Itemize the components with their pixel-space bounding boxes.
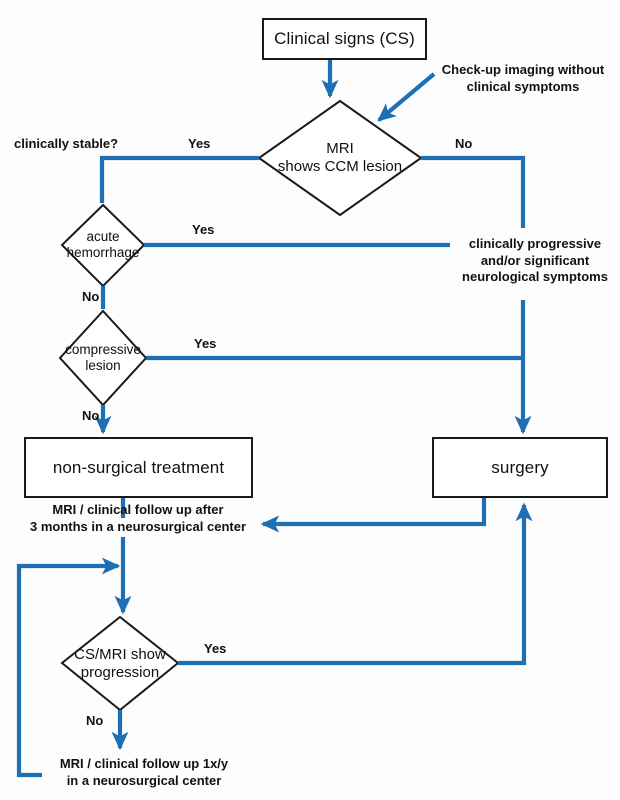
diamond-outlines [58, 99, 423, 712]
edge-label-hemorrhage-no: No [82, 289, 100, 304]
edge-label-hemorrhage-yes: Yes [192, 222, 215, 237]
edge-label-compressive-yes: Yes [194, 336, 217, 351]
node-clinical-signs-label: Clinical signs (CS) [274, 29, 415, 48]
diamond-compressive-lesion [58, 309, 148, 407]
diamond-acute-hemorrhage [60, 203, 146, 288]
node-non-surgical-treatment-label: non-surgical treatment [52, 457, 225, 477]
annotation-followup-1xy: MRI / clinical follow up 1x/y in a neuro… [59, 756, 229, 788]
edge-label-progression-yes: Yes [204, 641, 227, 656]
node-surgery-label: surgery [491, 457, 549, 477]
edge-progression-yes-to-surgery [178, 502, 533, 666]
edge-loopback-to-progression [16, 557, 121, 778]
node-clinical-signs[interactable]: Clinical signs (CS) [262, 18, 427, 60]
edge-label-mri-yes: Yes [188, 136, 211, 151]
annotation-clinically-stable: clinically stable? [14, 136, 119, 151]
annotation-followup-3months: MRI / clinical follow up after 3 months … [30, 502, 246, 534]
node-non-surgical-treatment[interactable]: non-surgical treatment [24, 437, 253, 498]
edge-surgery-to-followup [260, 498, 487, 533]
edge-label-compressive-no: No [82, 408, 100, 423]
edge-mri-no-right [421, 155, 526, 228]
node-surgery[interactable]: surgery [432, 437, 608, 498]
diamond-cs-mri-progression [60, 615, 180, 712]
edge-label-progression-no: No [86, 713, 104, 728]
edge-mri-yes-to-hemorrhage [99, 155, 259, 203]
diamond-mri-lesion [257, 99, 423, 217]
edge-checkup-imaging-to-mri [377, 72, 436, 122]
annotation-checkup-imaging: Check-up imaging without clinical sympto… [441, 62, 605, 94]
annotation-clinically-progressive: clinically progressive and/or significan… [462, 236, 608, 285]
edge-label-mri-no: No [455, 136, 473, 151]
